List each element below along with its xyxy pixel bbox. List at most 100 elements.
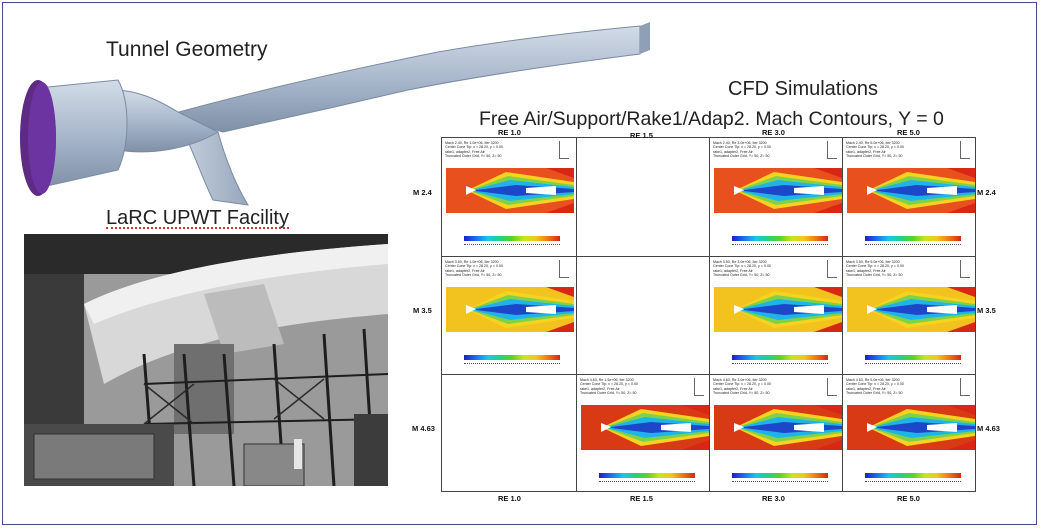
- mach-colorbar: [865, 473, 961, 478]
- axes-triad-icon: [559, 141, 570, 159]
- plot-header-line: Mach 3.50, Re 5.0e+06, Iter 3200: [846, 260, 900, 264]
- plot-header-line: Mach 2.40, Re 5.0e+06, Iter 3200: [846, 141, 900, 145]
- plot-header-line: rake1, adapter2, Free Air: [846, 386, 886, 391]
- axes-triad-icon: [559, 260, 570, 278]
- plot-header-line: Mach 4.63, Re 1.5e+06, Iter 3200: [580, 378, 634, 382]
- axes-triad-icon: [827, 260, 838, 278]
- mach-colorbar: [732, 473, 828, 478]
- axes-triad-icon: [960, 141, 971, 159]
- mach-contour-field: [446, 168, 574, 213]
- plot-header-line: Center Cone Tip: x = 28.20, y = 0.00: [713, 264, 771, 269]
- mach-colorbar: [464, 355, 560, 360]
- plot-header-line: Truncated Outer Grid, Y= 50, Z= 50: [846, 154, 903, 159]
- sting-body: [661, 423, 691, 432]
- cone-body: [734, 186, 744, 195]
- plot-header-line: Mach 2.40, Re 1.0e+06, Iter 3200: [445, 141, 499, 145]
- colorbar-ticks: [865, 363, 961, 367]
- plot-header-line: rake1, adapter2, Free Air: [713, 386, 753, 391]
- plot-header-line: rake1, adapter2, Free Air: [713, 149, 753, 154]
- axes-triad-icon: [960, 378, 971, 396]
- plot-header-line: Truncated Outer Grid, Y= 50, Z= 50: [713, 154, 770, 159]
- reflected-shock-top: [947, 405, 975, 415]
- plot-header-line: Mach 3.50, Re 3.0e+06, Iter 3200: [713, 260, 767, 264]
- reflected-shock-top: [947, 168, 975, 178]
- plot-header-line: Truncated Outer Grid, Y= 50, Z= 50: [445, 273, 502, 278]
- mach-colorbar: [865, 236, 961, 241]
- colorbar-ticks: [732, 244, 828, 248]
- plot-header-line: Mach 3.50, Re 1.0e+06, Iter 3200: [445, 260, 499, 264]
- col-label-bottom: RE 1.0: [498, 494, 521, 503]
- col-label-top: RE 1.0: [498, 128, 521, 137]
- grid-row-divider: [441, 374, 976, 375]
- cone-body: [867, 186, 877, 195]
- plot-header-line: Mach 2.40, Re 3.0e+06, Iter 3200: [713, 141, 767, 145]
- reflected-shock-top: [681, 405, 709, 415]
- tunnel-geometry-image: [20, 22, 650, 206]
- cone-body: [867, 423, 877, 432]
- grid-col-divider: [709, 137, 710, 492]
- reflected-shock-bottom: [814, 322, 842, 332]
- sting-body: [526, 186, 556, 195]
- axes-triad-icon: [694, 378, 705, 396]
- mach-contour-field: [847, 287, 975, 332]
- reflected-shock-top: [814, 168, 842, 178]
- plot-header-line: Truncated Outer Grid, Y= 50, Z= 50: [713, 391, 770, 396]
- cone-body: [734, 423, 744, 432]
- reflected-shock-bottom: [947, 440, 975, 450]
- plot-header-line: Truncated Outer Grid, Y= 50, Z= 50: [846, 273, 903, 278]
- axes-triad-icon: [827, 141, 838, 159]
- sting-body: [794, 423, 824, 432]
- reflected-shock-bottom: [814, 203, 842, 213]
- reflected-shock-top: [546, 168, 574, 178]
- facility-photo: [24, 234, 388, 486]
- sting-body: [927, 305, 957, 314]
- col-label-bottom: RE 1.5: [630, 494, 653, 503]
- mach-colorbar: [599, 473, 695, 478]
- colorbar-ticks: [464, 363, 560, 367]
- sting-body: [526, 305, 556, 314]
- mach-contour-field: [714, 405, 842, 450]
- row-label-left: M 3.5: [413, 306, 432, 315]
- colorbar-ticks: [599, 481, 695, 485]
- reflected-shock-bottom: [814, 440, 842, 450]
- sting-body: [794, 186, 824, 195]
- col-label-top: RE 3.0: [762, 128, 785, 137]
- cfd-subtitle: Free Air/Support/Rake1/Adap2. Mach Conto…: [479, 108, 944, 130]
- row-label-right: M 3.5: [977, 306, 996, 315]
- plot-header-line: Truncated Outer Grid, Y= 50, Z= 50: [580, 391, 637, 396]
- colorbar-ticks: [865, 244, 961, 248]
- mach-contour-field: [847, 168, 975, 213]
- plot-header-line: rake1, adapter2, Free Air: [846, 268, 886, 273]
- mach-colorbar: [732, 236, 828, 241]
- mach-contour-field: [714, 287, 842, 332]
- plot-header-line: Truncated Outer Grid, Y= 50, Z= 50: [846, 391, 903, 396]
- reflected-shock-bottom: [947, 203, 975, 213]
- cone-body: [867, 305, 877, 314]
- mach-colorbar: [464, 236, 560, 241]
- row-label-left: M 4.63: [412, 424, 435, 433]
- plot-header-line: Mach 4.63, Re 3.0e+06, Iter 3200: [713, 378, 767, 382]
- sting-body: [927, 423, 957, 432]
- plot-header-line: rake1, adapter2, Free Air: [713, 268, 753, 273]
- reflected-shock-bottom: [546, 322, 574, 332]
- tunnel-geometry-label: Tunnel Geometry: [106, 38, 268, 61]
- mach-colorbar: [732, 355, 828, 360]
- reflected-shock-top: [814, 287, 842, 297]
